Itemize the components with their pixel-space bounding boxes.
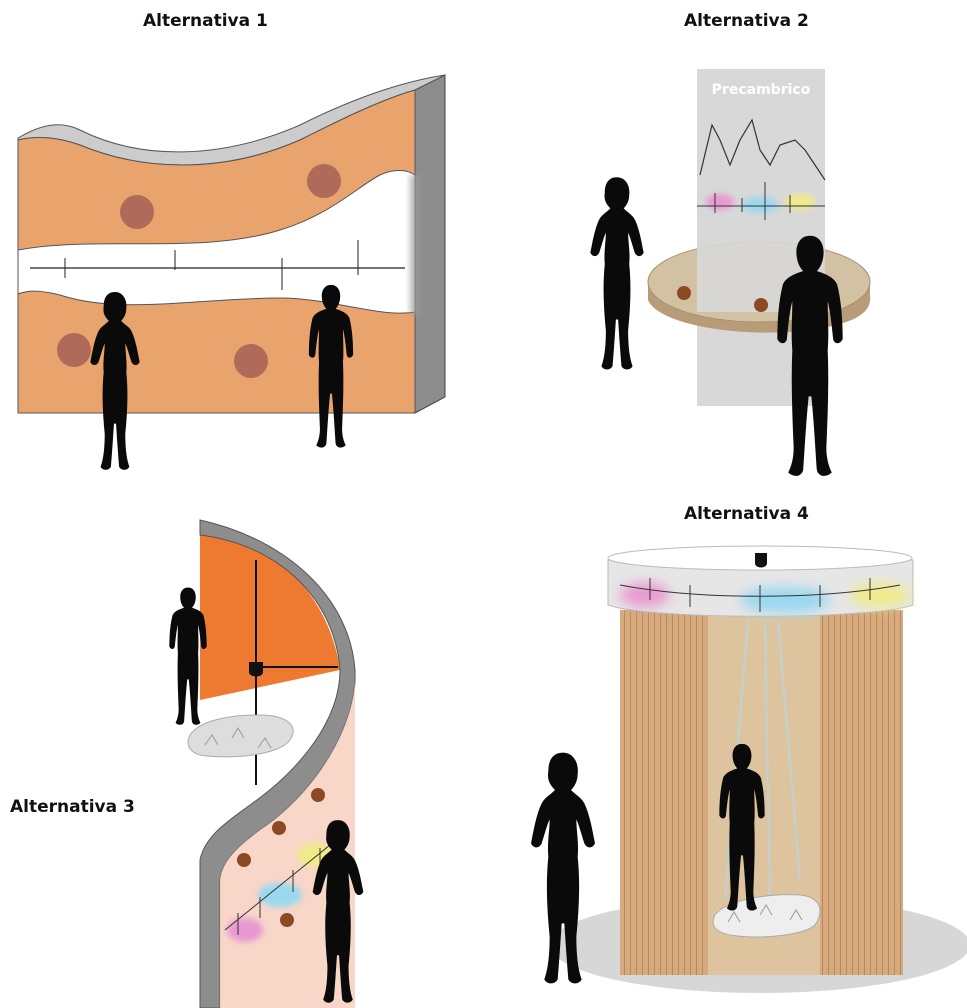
woman-silhouette xyxy=(590,177,643,369)
dot xyxy=(754,298,768,312)
precambrico-label: Precambrico xyxy=(712,82,811,98)
dot xyxy=(234,344,268,378)
dot xyxy=(272,821,286,835)
dot xyxy=(120,195,154,229)
dot xyxy=(677,286,691,300)
dot xyxy=(307,164,341,198)
alternativa-1-wall xyxy=(18,75,445,413)
alternativa-4-cylinder xyxy=(550,546,967,993)
alternativa-2-exhibit xyxy=(648,69,870,406)
dot xyxy=(311,788,325,802)
dot xyxy=(237,853,251,867)
dot xyxy=(280,913,294,927)
dot xyxy=(57,333,91,367)
